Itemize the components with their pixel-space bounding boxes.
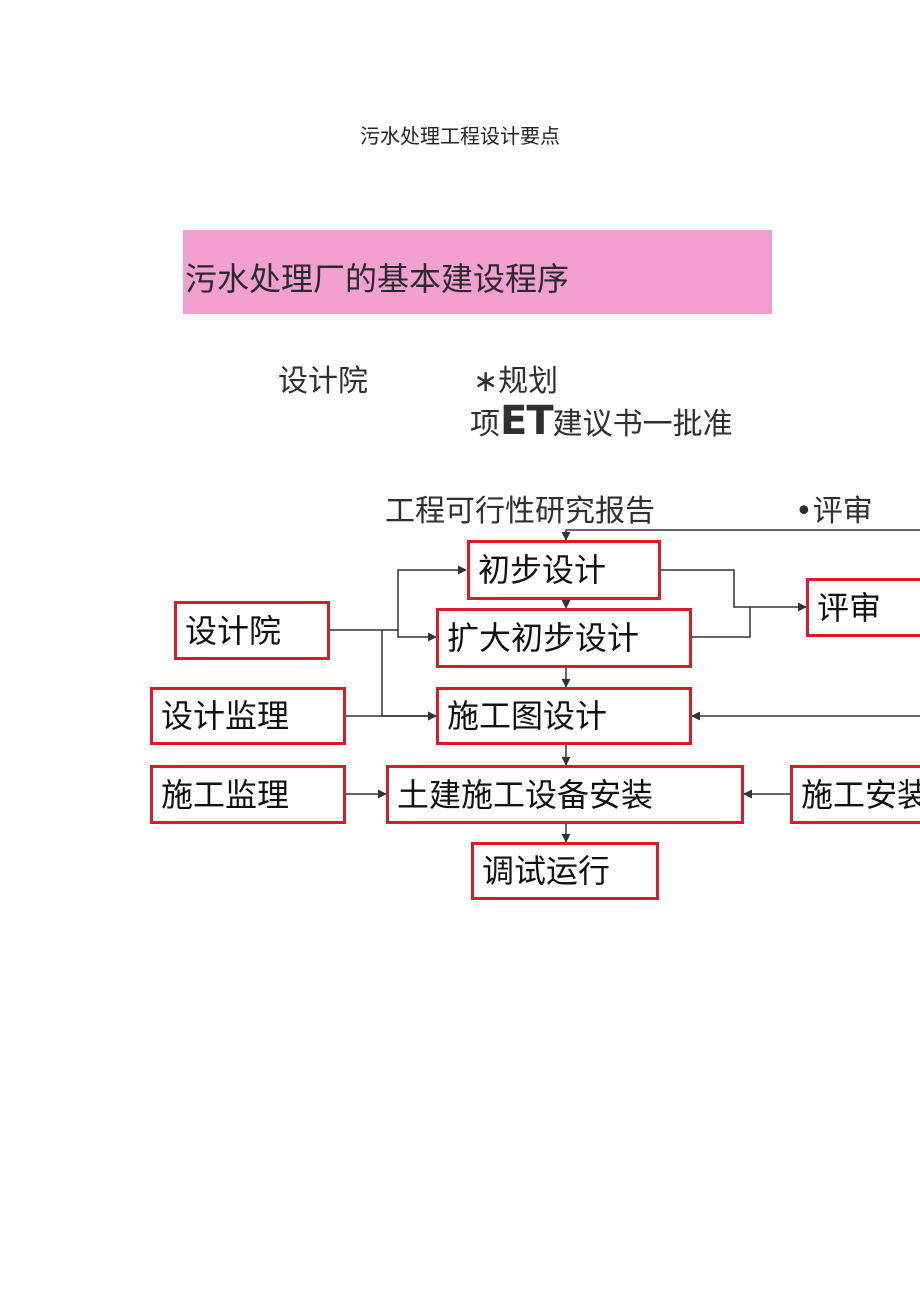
step-review: •评审 [795, 494, 873, 529]
connector-institute-to-extended [397, 630, 437, 642]
box-commissioning: 调试运行 [471, 842, 659, 900]
banner-title: 污水处理厂的基本建设程序 [185, 260, 570, 298]
box-design-institute: 设计院 [174, 601, 330, 660]
box-construction-installation: 土建施工设备安装 [386, 765, 744, 824]
connector-institute-to-drawing [381, 630, 437, 721]
connector-institute-trunk [329, 565, 467, 631]
page-title: 污水处理工程设计要点 [360, 124, 560, 148]
box-design-supervision: 设计监理 [150, 687, 346, 745]
proposal-suffix: 建议书一批准 [552, 407, 733, 442]
box-review: 评审 [806, 578, 920, 637]
box-construction-install-unit: 施工安装 [790, 765, 920, 824]
proposal-prefix: 项 [470, 407, 500, 442]
step-feasibility: 工程可行性研究报告 [385, 494, 655, 529]
proposal-et: ET [500, 398, 554, 444]
box-construction-drawing-design: 施工图设计 [436, 687, 692, 745]
step-proposal: 项ET建议书一批准 [470, 398, 733, 444]
section-banner: 污水处理厂的基本建设程序 [183, 230, 772, 314]
step-design-institute: 设计院 [278, 364, 368, 399]
connector-review-to-preliminary [561, 529, 920, 541]
box-construction-supervision: 施工监理 [150, 765, 346, 824]
step-planning: ∗规划 [473, 364, 559, 399]
box-extended-preliminary-design: 扩大初步设计 [436, 608, 692, 668]
connector-extended-to-review [691, 607, 751, 638]
box-preliminary-design: 初步设计 [467, 540, 661, 600]
connector-preliminary-to-review [660, 569, 807, 612]
